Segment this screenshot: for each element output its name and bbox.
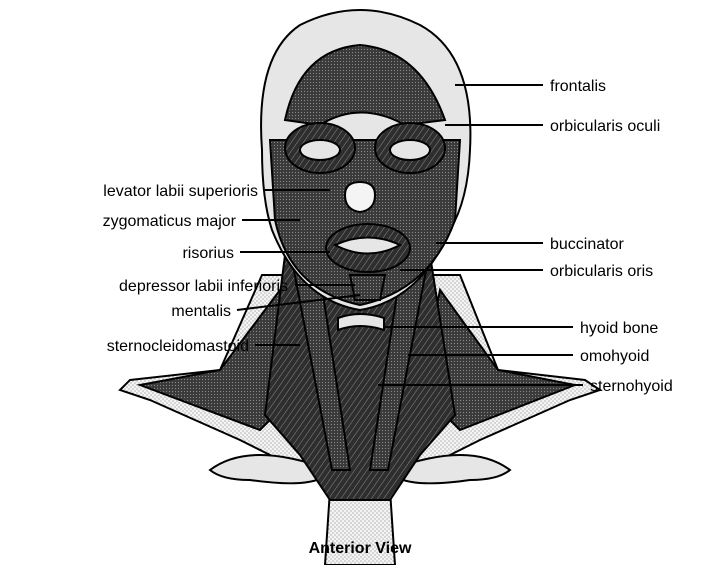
frontalis-label: frontalis: [550, 78, 606, 95]
omohyoid-label: omohyoid: [580, 348, 649, 365]
mentalis-label: mentalis: [171, 303, 231, 320]
right-eye: [390, 140, 430, 160]
zygomaticus-major-label: zygomaticus major: [103, 213, 237, 230]
buccinator-label: buccinator: [550, 236, 624, 253]
hyoid-bone-label: hyoid bone: [580, 320, 658, 337]
left-eye: [300, 140, 340, 160]
sternohyoid-label: sternohyoid: [590, 378, 673, 395]
orbicularis-oris-label: orbicularis oris: [550, 263, 653, 280]
nose: [345, 182, 375, 212]
levator-labii-superioris-label: levator labii superioris: [103, 183, 258, 200]
depressor-labii-inferioris-label: depressor labii inferioris: [119, 278, 288, 295]
diagram-caption: Anterior View: [309, 540, 412, 557]
risorius-label: risorius: [182, 245, 234, 262]
orbicularis-oculi-label: orbicularis oculi: [550, 118, 660, 135]
sternocleidomastoid-label: sternocleidomastoid: [107, 338, 249, 355]
